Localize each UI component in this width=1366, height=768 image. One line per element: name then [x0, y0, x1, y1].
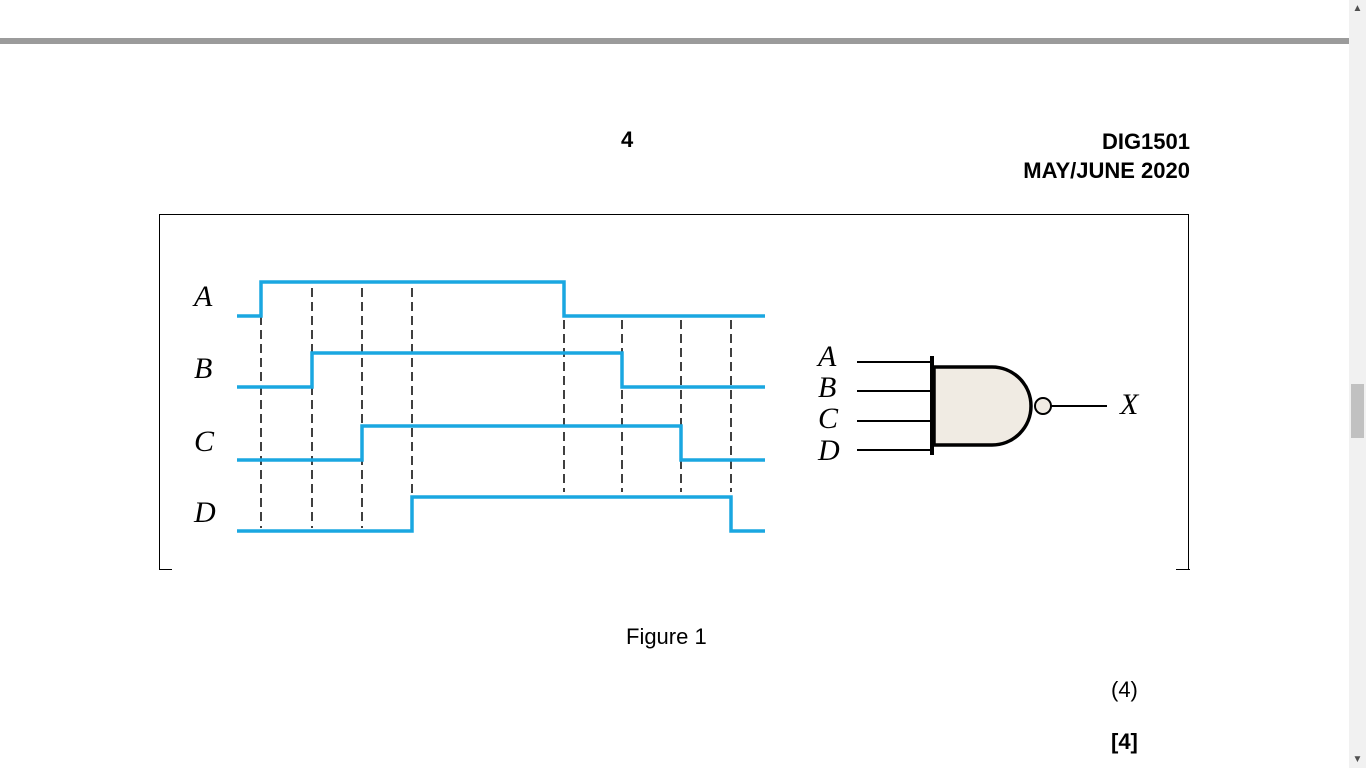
signal-labels: A B C D [192, 280, 216, 529]
gate-input-label-c: C [818, 402, 839, 435]
exam-session: MAY/JUNE 2020 [1023, 158, 1190, 183]
scroll-thumb[interactable] [1351, 384, 1364, 438]
chevron-up-icon[interactable]: ▲ [1352, 3, 1363, 14]
figure-caption: Figure 1 [626, 624, 707, 649]
figure-frame [159, 214, 1189, 570]
signal-label-b: B [194, 352, 212, 385]
page-number: 4 [621, 127, 634, 152]
vertical-scrollbar[interactable]: ▲ ▼ [1349, 0, 1366, 768]
chevron-down-icon[interactable]: ▼ [1352, 754, 1363, 765]
timing-guides [260, 288, 732, 528]
signal-label-a: A [192, 280, 213, 313]
gate-input-label-d: D [817, 434, 840, 467]
gate-input-label-a: A [816, 340, 837, 373]
course-code: DIG1501 [1101, 129, 1190, 154]
waveform-d [237, 495, 765, 533]
sub-marks: (4) [1111, 677, 1138, 702]
waveforms [237, 280, 765, 533]
total-marks: [4] [1111, 729, 1138, 754]
waveform-c [237, 424, 765, 462]
page-top-rule [0, 38, 1349, 44]
exam-header: DIG1501 MAY/JUNE 2020 [1023, 127, 1190, 185]
gate-output-label: X [1119, 388, 1140, 421]
signal-label-c: C [194, 425, 215, 458]
figure-frame-corner [1176, 569, 1190, 570]
gate-input-label-b: B [818, 371, 836, 404]
nand-inversion-bubble [1034, 397, 1052, 415]
nand-gate-body [932, 365, 1033, 447]
waveform-a [237, 280, 765, 318]
waveform-b [237, 351, 765, 389]
figure-frame-corner [159, 569, 172, 570]
signal-label-d: D [193, 496, 216, 529]
